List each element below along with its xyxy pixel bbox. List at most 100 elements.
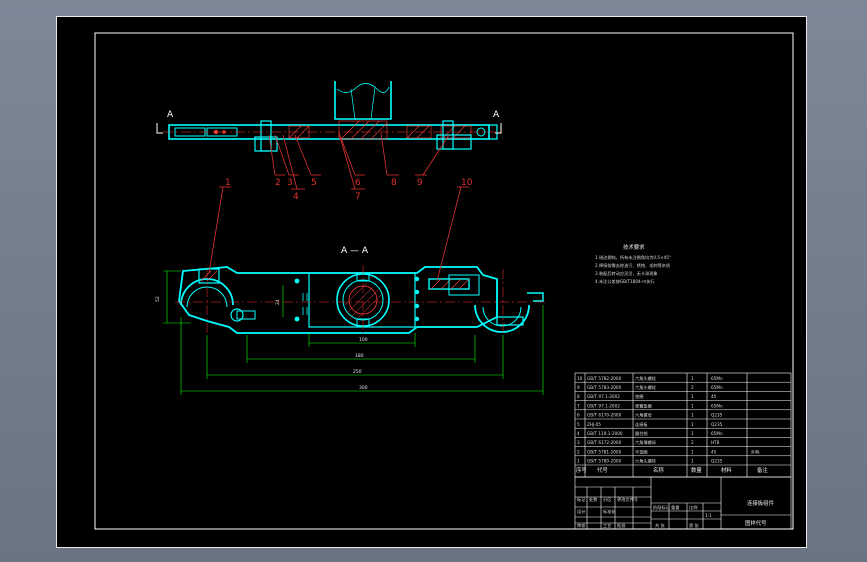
bom-cell-name: 连接板 <box>635 421 648 428</box>
bom-cell-qty: 1 <box>691 449 694 454</box>
bom-cell-material: 65Mn <box>711 403 723 408</box>
tb-label-weight: 重量 <box>671 504 679 511</box>
bom-cell-material: Q235 <box>711 413 723 418</box>
tb-label-scale: 比例 <box>689 504 697 511</box>
bom-cell-note: 外购 <box>751 448 759 455</box>
drawing-title: 连接板组件 <box>747 499 775 507</box>
tb-label-process: 工艺 <box>603 523 611 528</box>
bom-cell-name: 平垫圈 <box>635 448 648 455</box>
note-line-1: 1.锐边倒钝，所有未注倒角均为0.5×45° <box>595 254 671 261</box>
cad-drawing: A A 2 3 4 5 6 7 8 9 A — A <box>94 32 794 530</box>
top-balloons: 2 3 4 5 6 7 8 9 <box>275 178 423 202</box>
bom-cell-code: GB/T 97.1-2002 <box>587 403 620 408</box>
bom-header-cell: 数量 <box>691 466 702 474</box>
bom-cell-qty: 1 <box>691 403 694 408</box>
top-leaders <box>268 132 450 190</box>
bom-cell-no: 8 <box>577 394 580 399</box>
tb-label-sheet: 第 张 <box>689 522 700 529</box>
bom-cell-material: 45 <box>711 449 717 454</box>
bom-cell-name: 六角螺母 <box>635 412 652 419</box>
tb-scale-value: 1:1 <box>705 513 712 518</box>
inner-frame <box>94 32 794 530</box>
tb-label-review: 审核 <box>577 522 586 529</box>
bom-cell-material: Q235 <box>711 459 723 464</box>
note-line-2: 2.焊接前需去除油污、锈蚀、毛刺等杂质 <box>595 262 670 269</box>
bom-cell-code: GB/T 5781-2000 <box>587 449 622 454</box>
balloon-8: 8 <box>391 178 397 188</box>
tb-label-zone: 分区 <box>603 496 611 503</box>
tb-label-count: 处数 <box>589 496 598 503</box>
tech-notes: 技术要求 1.锐边倒钝，所有未注倒角均为0.5×45° 2.焊接前需去除油污、锈… <box>595 243 671 285</box>
bom-cell-material: 45 <box>711 394 717 399</box>
bom-cell-no: 2 <box>577 449 580 454</box>
bom-cell-no: 1 <box>577 459 580 464</box>
bom-cell-qty: 1 <box>691 394 694 399</box>
dimension-lines <box>163 270 544 395</box>
bom-cell-name: 圆柱销 <box>635 430 648 437</box>
section-view <box>175 265 547 337</box>
bom-header-cell: 序号 <box>576 466 587 474</box>
bom-header-cell: 备注 <box>757 466 768 474</box>
bom-cell-qty: 1 <box>691 376 694 381</box>
balloon-7: 7 <box>355 192 361 202</box>
bom-cell-code: GB/T 97.1-2002 <box>587 394 620 399</box>
bom-cell-qty: 2 <box>691 385 694 390</box>
tb-label-change: 更改文件号 <box>617 496 638 503</box>
drawing-number: 图样代号 <box>745 519 767 527</box>
bom-cell-material: 65Mn <box>711 431 723 436</box>
bom-cell-code: GB/T 5782-2000 <box>587 376 622 381</box>
section-title: A — A <box>341 246 369 256</box>
bom-cell-material: 65Mn <box>711 376 723 381</box>
bom-table: 10 GB/T 5782-2000 六角头螺栓 1 65Mn 9 GB/T 5783-200… <box>574 372 792 478</box>
dim-height: 52 <box>155 296 161 302</box>
section-leaders <box>208 186 469 282</box>
drawing-sheet: A A 2 3 4 5 6 7 8 9 A — A <box>56 16 807 548</box>
dim-small: 24 <box>275 299 281 305</box>
bom-cell-no: 10 <box>577 376 583 381</box>
bom-cell-code: GB/T 119.1-2000 <box>587 431 623 436</box>
notes-title: 技术要求 <box>623 243 645 251</box>
bom-cell-name: 六角头螺栓 <box>635 384 657 391</box>
title-block: 连接板组件 图样代号 标记 处数 分区 更改文件号 设计 标准化 审核 工艺 批… <box>574 476 792 530</box>
bom-cell-no: 9 <box>577 385 580 390</box>
balloon-2: 2 <box>275 178 281 188</box>
bom-cell-name: 六角头螺栓 <box>635 458 657 465</box>
dim-inner: 100 <box>359 337 368 343</box>
balloon-4: 4 <box>293 192 299 202</box>
tb-label-design: 设计 <box>577 508 585 515</box>
section-mark-right: A <box>493 110 500 120</box>
bom-cell-no: 5 <box>577 422 580 427</box>
bom-cell-code: GB/T 5783-2000 <box>587 385 622 390</box>
balloon-6: 6 <box>355 178 361 188</box>
bom-header-cell: 名称 <box>653 466 664 474</box>
dim-overall: 300 <box>359 385 368 391</box>
tb-label-approve: 批准 <box>617 522 625 529</box>
bom-cell-no: 6 <box>577 413 580 418</box>
bom-cell-no: 4 <box>577 431 580 436</box>
tb-label-mark: 标记 <box>577 496 586 503</box>
balloon-1: 1 <box>225 178 231 188</box>
bom-cell-material: 65Mn <box>711 385 723 390</box>
bom-cell-qty: 2 <box>691 440 694 445</box>
bom-cell-code: ZHJ-05 <box>587 422 601 427</box>
tb-label-stage: 阶段标记 <box>653 504 671 511</box>
bom-cell-no: 7 <box>577 403 580 408</box>
balloon-5: 5 <box>311 178 317 188</box>
bom-header-cell: 代号 <box>597 466 608 474</box>
bom-cell-code: GB/T 6172-2000 <box>587 440 622 445</box>
bom-header-cell: 材料 <box>721 466 732 474</box>
bom-cell-code: GB/T 6170-2000 <box>587 413 622 418</box>
bom-cell-material: Q235 <box>711 422 723 427</box>
section-balloons: 1 10 <box>225 178 473 188</box>
balloon-3: 3 <box>287 178 293 188</box>
bom-cell-material: HT8 <box>711 440 720 445</box>
bom-cell-qty: 1 <box>691 459 694 464</box>
bom-cell-qty: 1 <box>691 431 694 436</box>
top-view: A A <box>156 81 505 152</box>
dim-mid: 180 <box>355 353 364 359</box>
bom-cell-qty: 1 <box>691 422 694 427</box>
note-line-3: 3.装配后转动应灵活，无卡滞现象 <box>595 270 658 277</box>
tb-label-standard: 标准化 <box>603 508 616 515</box>
balloon-9: 9 <box>417 178 423 188</box>
section-mark-left: A <box>167 110 174 120</box>
